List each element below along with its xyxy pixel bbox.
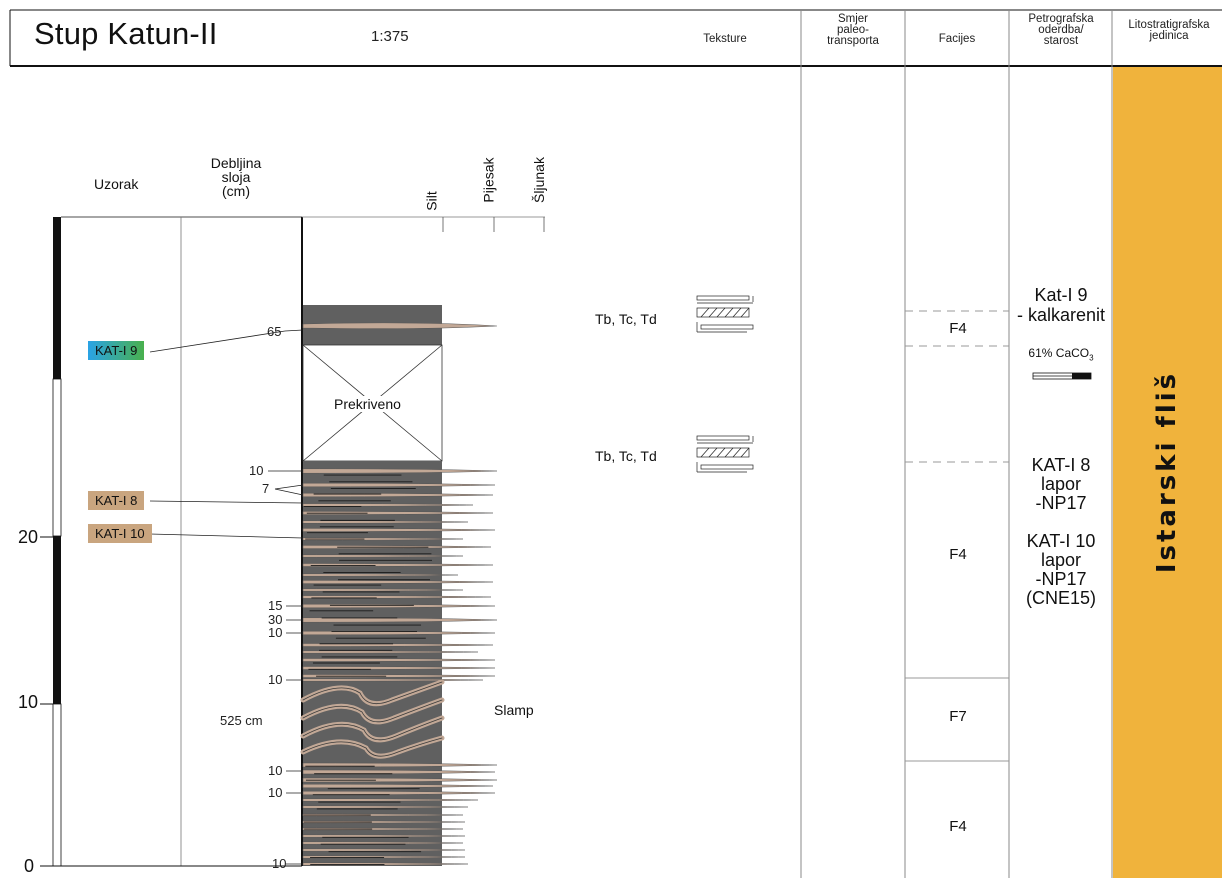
scale-label: 1:375 <box>371 28 409 45</box>
thickness-label: 10 <box>249 463 264 478</box>
sand-lens <box>302 528 496 532</box>
sand-lens <box>302 554 464 558</box>
facies-label: F4 <box>949 546 967 563</box>
sand-lens <box>302 537 464 541</box>
unit-fill <box>1113 67 1222 878</box>
sample-tag-kat-i-10: KAT-I 10 <box>88 524 152 543</box>
texture-symbol-1 <box>696 295 754 333</box>
facies-label: F4 <box>949 818 967 835</box>
sand-lens <box>302 511 494 515</box>
sand-lens <box>302 468 498 474</box>
column-debljina: Debljina sloja (cm) <box>210 155 262 199</box>
total-thickness: 525 cm <box>220 713 263 728</box>
y-axis-label-20: 20 <box>18 527 39 547</box>
sand-lens <box>302 520 469 524</box>
petro-line: lapor <box>1040 474 1082 494</box>
thickness-label: 15 <box>268 598 283 613</box>
sand-lens <box>302 650 479 654</box>
facies-label: F7 <box>949 708 967 725</box>
petro-line <box>1011 513 1111 532</box>
sand-lens <box>302 503 474 507</box>
sample-tag-kat-i-9: KAT-I 9 <box>88 341 145 360</box>
petro-line: -NP17 <box>1035 569 1087 589</box>
thickness-label: 10 <box>268 763 283 778</box>
sand-lens <box>302 678 484 682</box>
sand-lens <box>302 573 459 577</box>
sand-layers <box>302 468 498 866</box>
sand-lens <box>302 482 496 488</box>
thickness-label: 10 <box>268 625 283 640</box>
thickness-leaders <box>268 329 304 865</box>
petro-carbonate-text: 61% CaCO <box>1028 346 1090 360</box>
thickness-label: 10 <box>268 672 283 687</box>
carbonate-bar <box>1032 372 1092 380</box>
sand-lens <box>302 777 498 783</box>
sand-lens <box>302 805 469 809</box>
header-smjer: Smjer paleo- transporta <box>827 13 879 47</box>
texture-symbol-2 <box>696 435 754 473</box>
header-lito: Litostratigrafska jedinica <box>1128 19 1210 42</box>
y-axis-label-10: 10 <box>18 692 39 712</box>
header-facijes: Facijes <box>938 33 976 45</box>
page-title: Stup Katun-II <box>34 16 218 51</box>
sand-lens <box>302 820 466 824</box>
column-lines <box>800 10 1113 878</box>
texture-label-2: Tb, Tc, Td <box>595 448 657 464</box>
header-petro: Petrografska oderdba/ starost <box>1028 13 1094 47</box>
column-uzorak: Uzorak <box>94 176 139 192</box>
petro-line: KAT-I 8 <box>1031 455 1091 475</box>
sand-lens <box>302 580 494 584</box>
sand-lens <box>302 617 498 623</box>
slump-folds <box>300 679 445 759</box>
thickness-label: 10 <box>268 785 283 800</box>
sand-lens <box>302 848 466 852</box>
log-frame <box>40 216 545 867</box>
thickness-label: 65 <box>267 324 282 339</box>
bed-upper <box>302 305 498 345</box>
sand-lens <box>302 813 464 817</box>
sample-tag-kat-i-8: KAT-I 8 <box>88 491 145 510</box>
petro-mid: KAT-I 8 lapor -NP17 KAT-I 10 lapor -NP17… <box>1011 456 1111 608</box>
column-silt: Silt <box>423 191 440 211</box>
texture-label-1: Tb, Tc, Td <box>595 311 657 327</box>
column-sljunak: Šljunak <box>530 157 547 203</box>
petro-line: -NP17 <box>1035 493 1087 513</box>
column-pijesak: Pijesak <box>480 157 497 203</box>
thickness-label: 7 <box>262 481 270 496</box>
facies-label: F4 <box>949 320 967 337</box>
sand-lens <box>302 674 496 678</box>
sand-lens <box>302 783 494 789</box>
petro-name: Kat-I 9 <box>1034 285 1088 305</box>
thickness-label: 30 <box>268 612 283 627</box>
slump-label: Slamp <box>494 702 534 718</box>
unit-label: Istarski fliš <box>1152 370 1183 574</box>
sand-lens <box>302 658 496 662</box>
header-teksture: Teksture <box>703 33 747 45</box>
sand-lens <box>302 588 464 592</box>
petro-line: (CNE15) <box>1025 588 1096 608</box>
covered-label: Prekriveno <box>333 396 402 412</box>
petro-line: KAT-I 10 <box>1026 531 1096 551</box>
thickness-label: 10 <box>272 856 287 871</box>
y-axis-label-0: 0 <box>24 856 35 876</box>
header-frame <box>9 9 1222 67</box>
facies-boundaries <box>905 310 1009 762</box>
unit-label-box: Istarski fliš <box>1113 66 1222 878</box>
petro-line: lapor <box>1040 550 1082 570</box>
sand-lens <box>302 827 464 831</box>
petro-carbonate-sub: 3 <box>1089 353 1094 363</box>
sand-lens <box>302 798 479 802</box>
petro-rock: - kalkarenit <box>1016 305 1106 325</box>
sand-lens <box>302 603 496 609</box>
petro-carbonate: 61% CaCO3 <box>1011 346 1111 362</box>
sample-leaders <box>149 330 304 539</box>
